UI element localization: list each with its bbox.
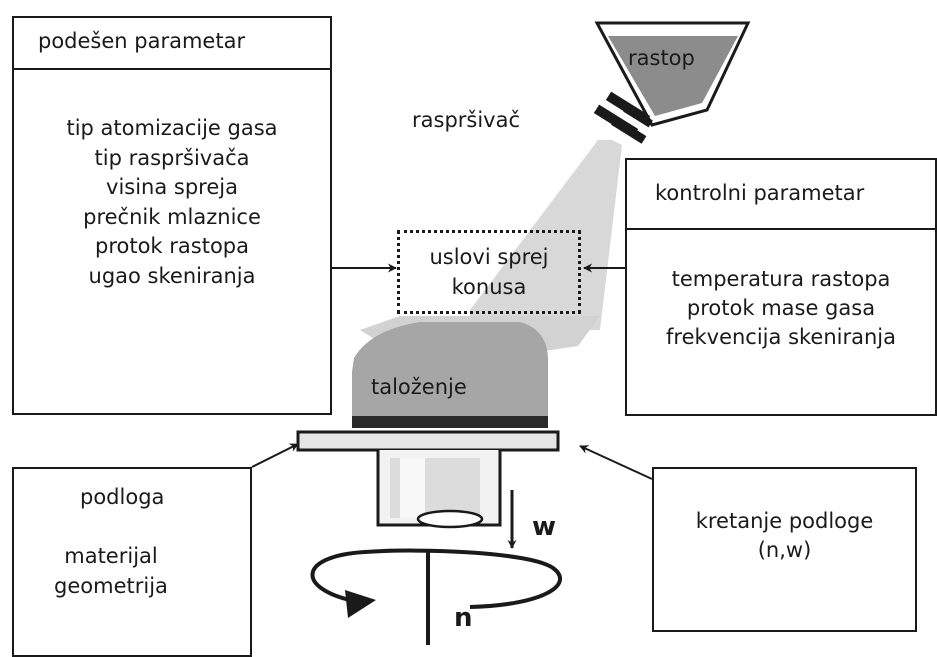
deposit-block — [352, 322, 548, 423]
substrate-item: materijal — [64, 544, 158, 568]
motion-line-2: (n,w) — [757, 538, 812, 562]
spray-cone-conditions-label: uslovi sprej konusa — [400, 242, 578, 302]
substrate-list: materijal geometrija — [26, 541, 196, 601]
nozzle-icon — [593, 91, 653, 144]
adjusted-parameter-header: podešen parametar — [12, 16, 332, 70]
arrow-substrate-to-plate — [251, 443, 299, 468]
adjusted-parameter-list: tip atomizacije gasa tip raspršivača vis… — [14, 114, 330, 291]
substrate-box: podloga materijal geometrija — [12, 467, 252, 657]
control-parameter-header: kontrolni parametar — [625, 158, 937, 230]
arrow-motion-to-plate — [579, 445, 653, 480]
control-parameter-list-box: temperatura rastopa protok mase gasa fre… — [625, 228, 937, 416]
control-item: frekvencija skeniranja — [666, 325, 896, 349]
deposition-label: taloženje — [371, 375, 467, 399]
spray-cone-line-2: konusa — [451, 275, 527, 299]
adjusted-item: prečnik mlaznice — [83, 204, 261, 229]
motion-line-1: kretanje podloge — [695, 509, 874, 533]
adjusted-item: ugao skeniranja — [88, 263, 256, 288]
atomizer-label: raspršivač — [412, 108, 521, 132]
adjusted-parameter-title: podešen parametar — [38, 29, 246, 53]
rotation-arrow — [310, 548, 562, 609]
substrate-holder — [376, 450, 502, 529]
spray-cone-line-1: uslovi sprej — [429, 245, 549, 269]
w-label: w — [532, 512, 557, 542]
deposit-base-layer — [352, 416, 548, 428]
rotation-arrowhead — [345, 590, 376, 618]
melt-label: rastop — [628, 46, 695, 70]
substrate-item: geometrija — [54, 574, 168, 598]
control-item: protok mase gasa — [686, 296, 876, 320]
substrate-title: podloga — [80, 485, 165, 509]
adjusted-item: visina spreja — [106, 175, 238, 199]
melt — [608, 36, 738, 116]
n-label: n — [454, 603, 473, 633]
adjusted-parameter-list-box: tip atomizacije gasa tip raspršivača vis… — [12, 68, 332, 415]
substrate-plate — [296, 430, 560, 452]
spray-cone-conditions-box: uslovi sprej konusa — [397, 230, 581, 314]
control-parameter-title: kontrolni parametar — [655, 181, 865, 205]
substrate-motion-box: kretanje podloge (n,w) — [652, 467, 917, 632]
adjusted-item: protok rastopa — [95, 234, 249, 258]
spray-cone — [470, 140, 622, 330]
adjusted-item: tip atomizacije gasa — [66, 116, 278, 140]
control-parameter-list: temperatura rastopa protok mase gasa fre… — [627, 265, 935, 352]
substrate-motion-label: kretanje podloge (n,w) — [654, 507, 915, 565]
adjusted-item: tip raspršivača — [94, 145, 250, 170]
control-item: temperatura rastopa — [671, 267, 891, 291]
